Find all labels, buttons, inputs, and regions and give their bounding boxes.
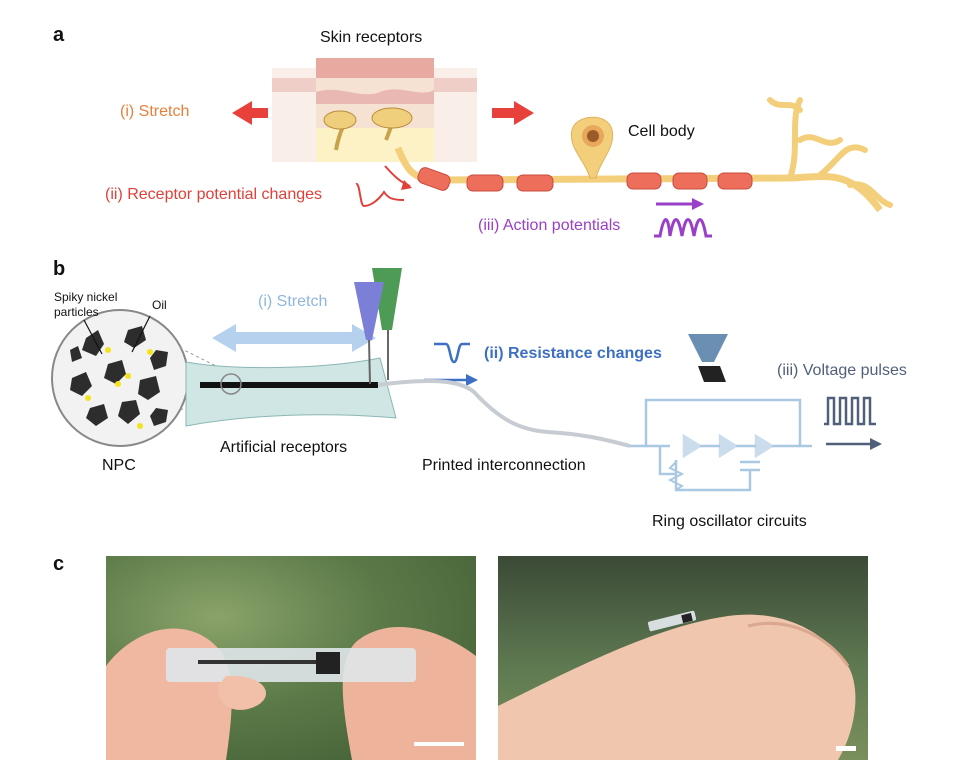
myelin-sheaths — [417, 167, 753, 192]
printed-interconnection-wire — [377, 378, 631, 448]
action-potential-trace — [654, 218, 712, 238]
receptor-potential-label: (ii) Receptor potential changes — [105, 186, 323, 203]
panel-a-letter: a — [53, 24, 65, 46]
photo-hands-stretching-device — [106, 556, 476, 760]
resistance-changes-label: (ii) Resistance changes — [484, 345, 662, 362]
voltage-pulses-label: (iii) Voltage pulses — [777, 362, 907, 379]
resistance-trace — [434, 342, 470, 364]
npc-label: NPC — [102, 457, 136, 474]
stretch-label-b: (i) Stretch — [258, 293, 328, 310]
artificial-receptors-label: Artificial receptors — [220, 439, 348, 456]
skin-block — [272, 58, 477, 162]
stretch-arrows-b — [212, 324, 376, 352]
panel-b-illustration — [51, 268, 882, 492]
ring-oscillator — [630, 398, 812, 492]
spiky-nickel-label: Spiky nickel particles — [54, 290, 118, 319]
receptor-potential-trace — [355, 182, 405, 208]
ring-oscillator-label: Ring oscillator circuits — [652, 513, 807, 530]
panel-c-letter: c — [53, 553, 65, 575]
scale-bar-left — [414, 742, 464, 746]
probes — [354, 268, 402, 385]
npc-microstructure — [51, 309, 233, 447]
panel-b-letter: b — [53, 258, 66, 280]
cell-body-label: Cell body — [628, 123, 695, 140]
photo-device-on-wrist — [498, 556, 868, 760]
uv-lamp — [688, 334, 728, 382]
printed-interconnection-label: Printed interconnection — [422, 457, 586, 474]
cell-body — [570, 116, 614, 179]
scale-bar-right — [836, 746, 856, 751]
action-potentials-label: (iii) Action potentials — [478, 217, 621, 234]
skin-receptors-label: Skin receptors — [320, 29, 423, 46]
dendrites — [767, 97, 893, 208]
artificial-receptor-film — [185, 357, 397, 427]
stretch-label-a: (i) Stretch — [120, 103, 190, 120]
voltage-pulse-trace — [824, 396, 876, 426]
stretch-right-arrow — [492, 101, 534, 125]
oil-label: Oil — [152, 298, 167, 312]
stretch-left-arrow — [232, 101, 268, 125]
panel-a-illustration — [232, 58, 893, 238]
